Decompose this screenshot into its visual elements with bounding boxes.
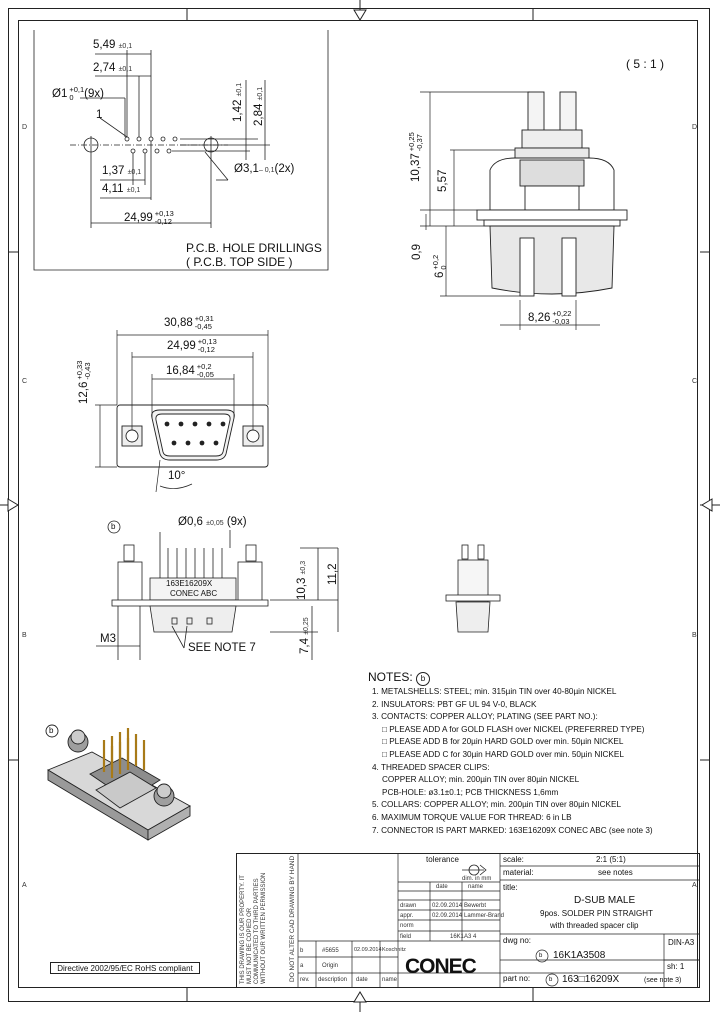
profile-marking-1: 163E16209X: [166, 579, 213, 588]
tb-title-2: 9pos. SOLDER PIN STRAIGHT: [540, 909, 653, 918]
tb-material-value: see notes: [598, 868, 633, 877]
pcb-dim-2499: 24,99+0,13-0,12: [124, 209, 174, 226]
tb-appr-date: 02.09.2014: [432, 913, 463, 919]
tb-title-1: D-SUB MALE: [574, 895, 636, 906]
border-label-d: D: [22, 124, 28, 131]
border-label-a-right: A: [692, 882, 697, 889]
front-dim-2499: 24,99+0,13-0,12: [167, 337, 217, 354]
front-dim-3088: 30,88+0,31-0,45: [164, 314, 214, 331]
pcb-dim-411: 4,11 ±0,1: [102, 183, 141, 195]
rev-b-date: 02.09.2014: [354, 947, 382, 953]
tb-units: dim. in mm: [462, 876, 492, 882]
note-4a: COPPER ALLOY; min. 200µin TIN over 80µin…: [382, 775, 580, 785]
title-block: [236, 853, 700, 988]
tb-dwg-value: 16K1A3508: [553, 950, 606, 961]
rev-b-id: b: [300, 948, 304, 954]
front-dim-1684: 16,84+0,2-0,05: [166, 362, 214, 379]
tb-tolerance-label: tolerance: [426, 855, 459, 864]
rev-b-name: Koschnitz: [382, 947, 406, 953]
tb-drawn-date: 02.09.2014: [432, 903, 463, 909]
notes-list: 1. METALSHELLS: STEEL; min. 315µin TIN o…: [372, 686, 653, 837]
border-label-b-right: B: [692, 632, 697, 639]
notes-heading: NOTES: b: [368, 671, 431, 686]
tb-date-header: date: [436, 884, 448, 890]
note-2: 2. INSULATORS: PBT GF UL 94 V-0, BLACK: [372, 699, 537, 709]
tb-appr-label: appr.: [400, 913, 414, 919]
tb-name-header: name: [468, 884, 484, 890]
iso-rev-marker: b: [49, 726, 54, 735]
conec-logo: CONEC: [405, 955, 477, 978]
border-label-c: C: [22, 378, 28, 385]
pcb-subtitle: ( P.C.B. TOP SIDE ): [186, 255, 293, 269]
tb-sheet-number: sh: 1: [667, 962, 685, 971]
rev-b-number: #5655: [322, 948, 339, 954]
tb-dwg-rev: b: [539, 953, 543, 959]
pcb-title: P.C.B. HOLE DRILLINGS: [186, 241, 322, 255]
name-col-label: name: [382, 977, 398, 983]
date-col-label: date: [356, 977, 368, 983]
tb-scale-label: scale:: [503, 855, 524, 864]
border-label-b: B: [22, 632, 27, 639]
tb-dwg-label: dwg no:: [503, 936, 532, 945]
tb-part-note: (see note 3): [644, 977, 682, 984]
tb-title-label: title:: [503, 883, 518, 892]
front-angle: 10°: [168, 470, 186, 482]
tb-part-value: 163□16209X: [562, 974, 620, 985]
pcb-dim-549: 5,49 ±0,1: [93, 39, 133, 51]
note-7: 7. CONNECTOR IS PART MARKED: 163E16209X …: [372, 825, 653, 835]
note-6: 6. MAXIMUM TORQUE VALUE FOR THREAD: 6 in…: [372, 812, 572, 822]
note-3a: □ PLEASE ADD A for GOLD FLASH over NICKE…: [382, 724, 645, 734]
pcb-pin1-label: 1: [96, 109, 103, 121]
tb-sheet-size: DIN-A3: [668, 938, 695, 947]
rev-a-desc: Origin: [322, 963, 339, 969]
tb-field-label: field: [400, 934, 412, 940]
rohs-notice: Directive 2002/95/EC RoHS compliant: [50, 962, 200, 974]
tb-norm-label: norm: [400, 923, 414, 929]
profile-marking-2: CONEC ABC: [170, 589, 218, 598]
tb-scale-value: 2:1 (5:1): [596, 855, 626, 864]
note-3: 3. CONTACTS: COPPER ALLOY; PLATING (SEE …: [372, 712, 598, 722]
note-1: 1. METALSHELLS: STEEL; min. 315µin TIN o…: [372, 687, 617, 696]
tb-material-label: material:: [503, 868, 534, 877]
pcb-dim-274: 2,74 ±0,1: [93, 62, 133, 74]
rev-a-id: a: [300, 963, 304, 969]
pcb-dim-137: 1,37 ±0,1: [102, 165, 142, 177]
note-4b: PCB-HOLE: ø3.1±0.1; PCB THICKNESS 1,6mm: [382, 787, 559, 797]
profile-thread: M3: [100, 633, 116, 645]
border-label-c-right: C: [692, 378, 698, 385]
note-4: 4. THREADED SPACER CLIPS:: [372, 762, 490, 772]
profile-see-note: SEE NOTE 7: [188, 642, 256, 654]
border-label-a: A: [22, 882, 27, 889]
rev-col-label: rev.: [300, 977, 310, 983]
note-5: 5. COLLARS: COPPER ALLOY; min. 200µin TI…: [372, 800, 622, 810]
side-dim-826: 8,26+0,22-0,03: [528, 309, 572, 326]
tb-title-3: with threaded spacer clip: [550, 921, 639, 930]
cad-note: DO NOT ALTER CAD DRAWING BY HAND: [289, 855, 296, 982]
note-3b: □ PLEASE ADD B for 20µin HARD GOLD over …: [382, 737, 624, 747]
tb-drawn-name: Bewerbt: [464, 903, 487, 909]
tb-appr-name: Lammer-Brand: [464, 913, 505, 919]
desc-col-label: description: [318, 977, 348, 983]
tb-drawn-label: drawn: [400, 903, 417, 909]
tb-part-rev: b: [549, 977, 553, 983]
scale-label: ( 5 : 1 ): [626, 57, 665, 71]
profile-rev-marker: b: [111, 522, 116, 531]
border-label-d-right: D: [692, 124, 698, 131]
note-3c: □ PLEASE ADD C for 30µin HARD GOLD over …: [382, 749, 624, 759]
copyright-notice: THIS DRAWING IS OUR PROPERTY. IT MUST NO…: [240, 872, 267, 984]
tb-part-label: part no:: [503, 974, 531, 983]
pcb-mount-diameter: Ø3,1– 0,1(2x): [234, 163, 295, 175]
tb-field-value: 16K1A3 4: [450, 934, 477, 940]
profile-pin-diameter: Ø0,6 ±0,05 (9x): [178, 516, 247, 528]
